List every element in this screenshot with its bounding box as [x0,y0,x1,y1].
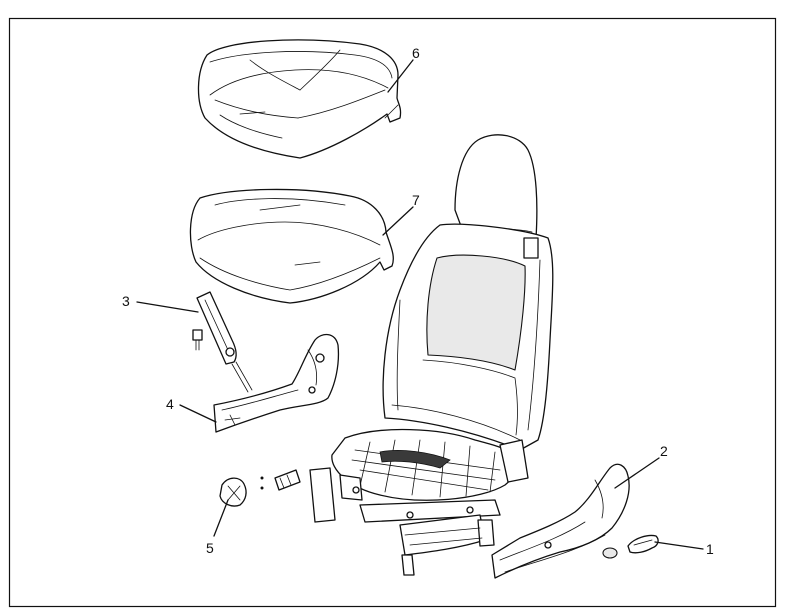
part-side-panel [213,333,340,433]
part-lever-cap [627,534,659,554]
part-seat-cushion [189,188,394,304]
callout-6: 6 [412,45,420,61]
part-outer-trim-panel [491,463,630,579]
part-seat-frame [309,428,529,576]
callout-4: 4 [166,396,174,412]
part-recliner-bracket [192,291,253,393]
part-seat-cushion-cover [197,39,402,159]
part-knob-cover [219,469,301,507]
leader-lines [136,59,704,550]
part-seat-back [382,134,554,451]
callout-7: 7 [412,192,420,208]
frame-border [8,17,777,608]
callout-labels: 1 2 3 4 5 6 7 [122,45,714,557]
callout-2: 2 [660,443,668,459]
callout-1: 1 [706,541,714,557]
callout-5: 5 [206,540,214,556]
callout-3: 3 [122,293,130,309]
